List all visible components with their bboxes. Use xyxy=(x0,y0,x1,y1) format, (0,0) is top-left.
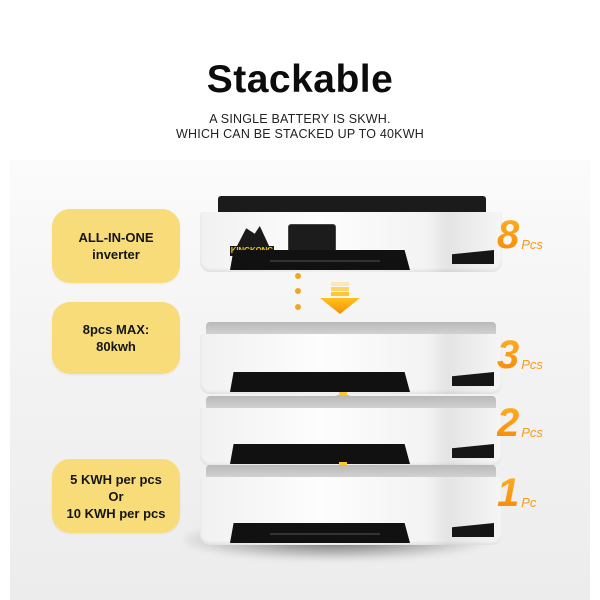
unit-base xyxy=(230,372,410,392)
count-3-pcs: 3 Pcs xyxy=(497,333,543,377)
badge-line: 10 KWH per pcs xyxy=(66,505,166,521)
count-unit: Pcs xyxy=(521,425,543,440)
badge-kwh-per-pcs: 5 KWH per pcs Or 10 KWH per pcs xyxy=(52,459,180,533)
badge-max-capacity: 8pcs MAX: 80kwh xyxy=(52,302,180,374)
battery-unit-2 xyxy=(200,396,502,466)
badge-line: Or xyxy=(108,488,124,504)
battery-unit-3 xyxy=(200,322,502,394)
unit-slot xyxy=(270,260,380,262)
count-number: 1 xyxy=(497,471,520,515)
subtitle-line-2: WHICH CAN BE STACKED UP TO 40KWH xyxy=(176,127,424,141)
inverter-unit: KINGKONG xyxy=(200,196,502,272)
unit-vent xyxy=(452,372,494,386)
count-number: 2 xyxy=(497,401,520,445)
count-unit: Pcs xyxy=(521,237,543,252)
badge-line: 5 KWH per pcs xyxy=(70,471,162,487)
badge-line: 8pcs MAX: xyxy=(82,322,150,337)
inverter-top xyxy=(218,196,486,214)
count-2-pcs: 2 Pcs xyxy=(497,401,543,445)
subtitle: A SINGLE BATTERY IS SKWH. WHICH CAN BE S… xyxy=(0,112,600,142)
badge-line: ALL-IN-ONE xyxy=(78,230,154,245)
dot-icon xyxy=(295,273,301,279)
badge-all-in-one-inverter: ALL-IN-ONE inverter xyxy=(52,209,180,283)
count-unit: Pcs xyxy=(521,357,543,372)
count-1-pc: 1 Pc xyxy=(497,471,537,515)
count-number: 3 xyxy=(497,333,520,377)
unit-base xyxy=(230,444,410,464)
unit-slot xyxy=(270,533,380,535)
page-title: Stackable xyxy=(206,58,394,101)
unit-vent xyxy=(452,523,494,537)
stack-down-arrow-icon xyxy=(320,280,360,316)
count-unit: Pc xyxy=(521,495,537,510)
gorilla-logo-icon xyxy=(236,226,270,248)
battery-unit-1 xyxy=(200,465,502,545)
count-8-pcs: 8 Pcs xyxy=(497,213,543,257)
unit-vent xyxy=(452,250,494,264)
subtitle-line-1: A SINGLE BATTERY IS SKWH. xyxy=(209,112,391,126)
unit-vent xyxy=(452,444,494,458)
dot-icon xyxy=(295,288,301,294)
badge-line: inverter xyxy=(92,247,140,262)
dot-icon xyxy=(295,304,301,310)
badge-line: 80kwh xyxy=(96,339,136,354)
count-number: 8 xyxy=(497,213,520,257)
